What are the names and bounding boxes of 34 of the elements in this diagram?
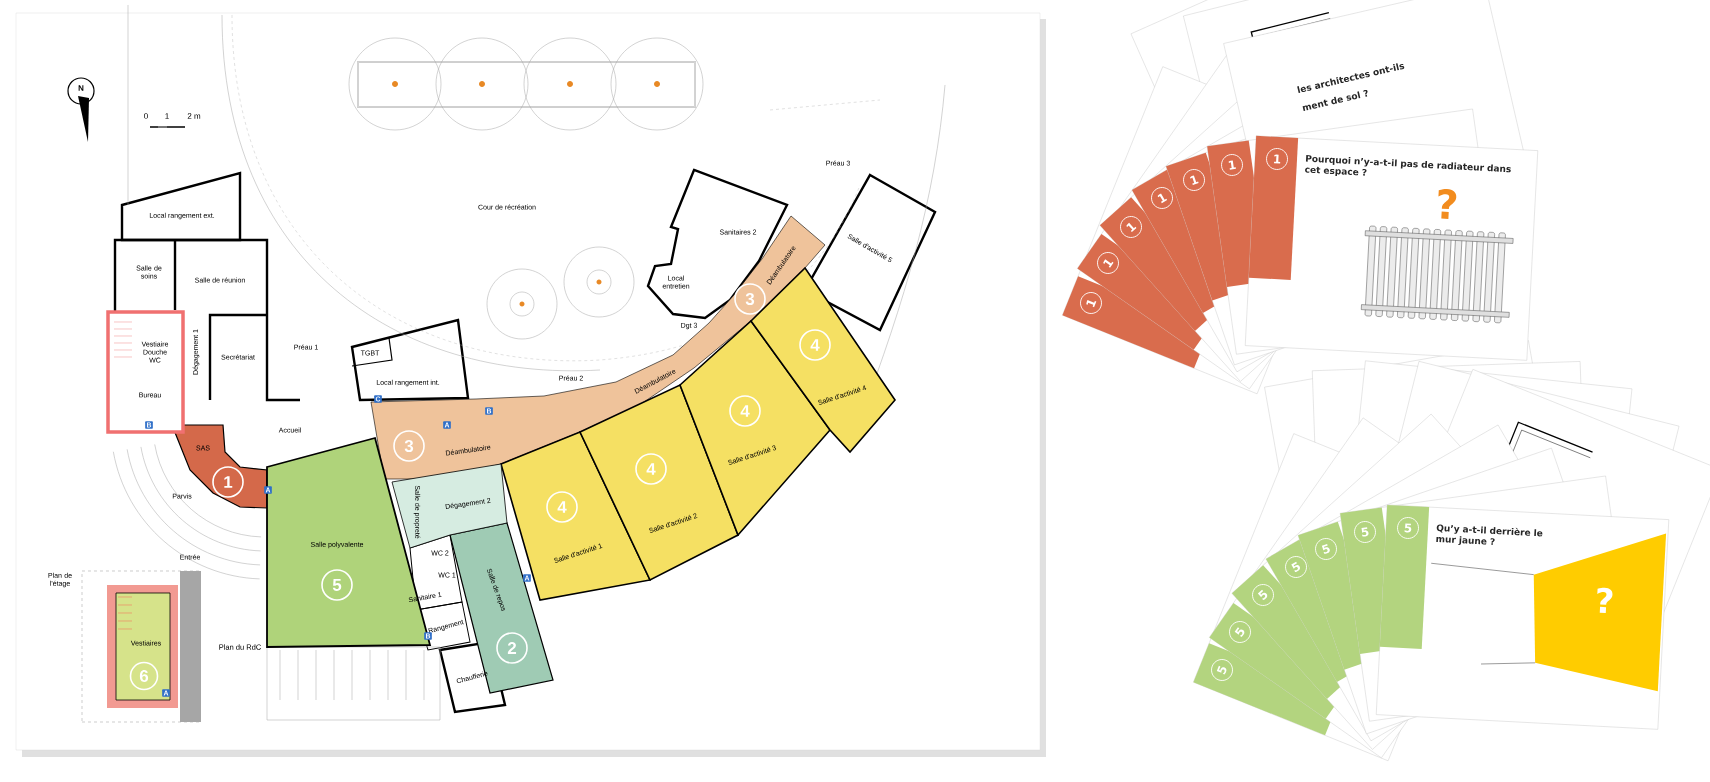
card-number: 1 <box>1266 148 1288 170</box>
question-mark: ? <box>1438 189 1457 219</box>
card-number: 5 <box>1354 521 1376 543</box>
zone-number: 2 <box>496 632 528 664</box>
card-number: 5 <box>1315 538 1337 560</box>
card-number: 5 <box>1211 659 1233 681</box>
question-text: Qu’y a-t-il derrière le mur jaune ? <box>1436 524 1543 546</box>
scale-label: 1 <box>165 113 169 119</box>
zone-number: 3 <box>393 430 425 462</box>
card-number: 5 <box>1285 556 1307 578</box>
card-number: 5 <box>1397 517 1419 539</box>
question-mark: ? <box>1597 587 1613 614</box>
scale-label: 2 m <box>187 113 201 119</box>
card-number: 5 <box>1252 584 1274 606</box>
zone-number: 4 <box>799 329 831 361</box>
scale-label: 0 <box>144 113 148 119</box>
card-number: 1 <box>1221 154 1243 176</box>
card-number: 1 <box>1097 252 1119 274</box>
zone-number: 6 <box>129 661 159 691</box>
zone-number: 1 <box>212 466 244 498</box>
zone-number: 4 <box>729 395 761 427</box>
colored-zone <box>391 463 508 549</box>
question-text: Pourquoi n’y-a-t-il pas de radiateur dans cet espace ? <box>1305 155 1511 177</box>
card-number: 1 <box>1151 187 1173 209</box>
zone-number: 4 <box>635 453 667 485</box>
card-number: 1 <box>1120 216 1142 238</box>
colored-zone <box>107 585 178 708</box>
zone-number: 3 <box>734 283 766 315</box>
zone-number: 4 <box>546 491 578 523</box>
card-number: 1 <box>1080 292 1102 314</box>
zone-number: 5 <box>321 569 353 601</box>
card-number: 5 <box>1229 621 1251 643</box>
card-number: 1 <box>1183 169 1205 191</box>
colored-zone <box>106 310 185 434</box>
